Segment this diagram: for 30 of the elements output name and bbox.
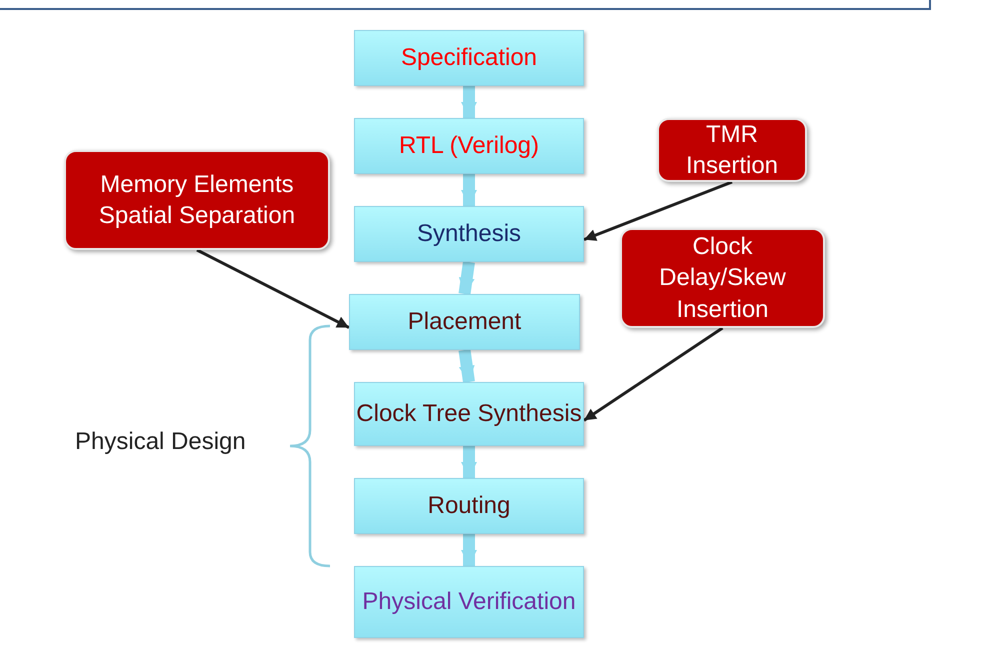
- box-label: RTL (Verilog): [398, 132, 540, 160]
- arrow: [196, 248, 350, 329]
- process-box: [354, 30, 584, 86]
- arrow: [583, 326, 724, 422]
- box-label: TMR Insertion: [684, 120, 780, 181]
- callout-box: [657, 118, 807, 182]
- process-box: [354, 118, 584, 174]
- box-label: Physical Verification: [362, 588, 576, 616]
- callout-box: [64, 150, 330, 250]
- box-label: Clock Tree Synthesis: [356, 400, 582, 428]
- arrow: [583, 180, 733, 241]
- box-label: Routing: [428, 492, 510, 520]
- process-box: [354, 382, 584, 446]
- process-box: [354, 206, 584, 262]
- arrow: [461, 174, 477, 206]
- process-box: [349, 294, 580, 350]
- arrow: [458, 349, 475, 383]
- arrow: [461, 534, 477, 566]
- arrow: [461, 86, 477, 118]
- box-label: Placement: [408, 308, 522, 336]
- process-box: [354, 478, 584, 534]
- process-box: [354, 566, 584, 638]
- callout-box: [620, 228, 825, 328]
- box-label: Memory Elements Spatial Separation: [98, 170, 296, 231]
- arrow: [461, 446, 477, 478]
- box-label: Synthesis: [416, 220, 522, 248]
- arrow: [458, 261, 475, 295]
- group-label: Physical Design: [75, 428, 246, 456]
- box-label: Specification: [400, 44, 538, 72]
- box-label: Clock Delay/Skew Insertion: [658, 232, 787, 325]
